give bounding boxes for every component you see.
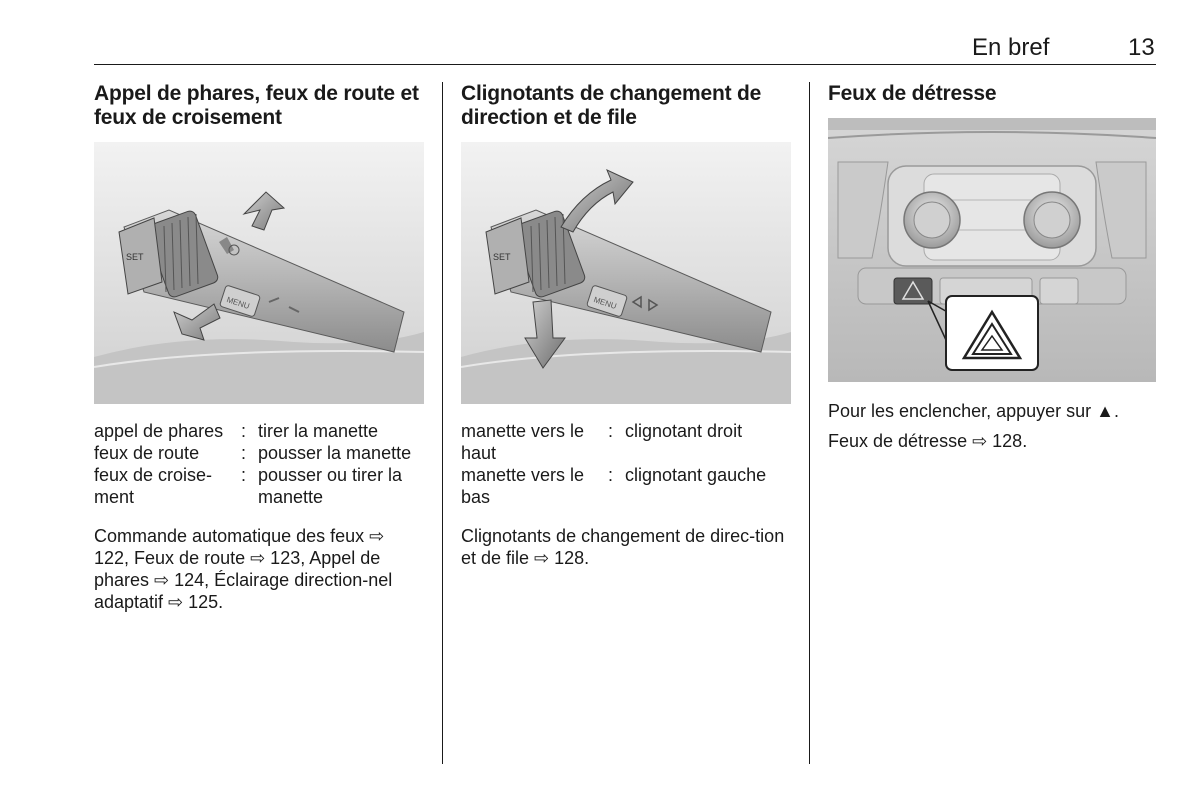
definition-term: appel de phares <box>94 421 224 441</box>
column-divider <box>442 82 443 764</box>
header-section: En bref <box>972 34 1050 61</box>
svg-text:SET: SET <box>493 252 511 262</box>
cross-reference-paragraph: Commande automatique des feux ⇨ 122, Feu… <box>94 526 393 612</box>
definition-value: clignotant droit <box>625 421 743 441</box>
definition-term: manette vers le bas <box>461 465 585 507</box>
definition-row: manette vers le haut : clignotant droit <box>461 420 791 464</box>
definition-list: manette vers le haut : clignotant droit … <box>461 420 791 508</box>
column-turn-signals: Clignotants de changement de direction e… <box>461 82 791 569</box>
section-title: Feux de détresse <box>828 82 997 105</box>
definition-value: tirer la manette <box>258 421 379 441</box>
definition-value: pousser la manette <box>258 443 412 463</box>
column-divider <box>809 82 810 764</box>
turn-signal-lever-illustration: SET MENU <box>461 142 791 404</box>
section-title: Appel de phares, feux de route et feux d… <box>94 82 419 129</box>
column-hazard-lights: Feux de détresse <box>828 82 1158 452</box>
page-number: 13 <box>1128 34 1155 61</box>
definition-row: manette vers le bas : clignotant gauche <box>461 464 791 508</box>
cross-reference-paragraph: Feux de détresse ⇨ 128. <box>828 431 1028 451</box>
headlight-lever-illustration: SET MENU <box>94 142 424 404</box>
definition-list: appel de phares : tirer la manette feux … <box>94 420 424 508</box>
definition-term: feux de route <box>94 443 200 463</box>
definition-row: feux de croise‐ment : pousser ou tirer l… <box>94 464 424 508</box>
definition-value: clignotant gauche <box>625 465 767 485</box>
column-headlights: Appel de phares, feux de route et feux d… <box>94 82 424 613</box>
definition-term: feux de croise‐ment <box>94 465 213 507</box>
definition-term: manette vers le haut <box>461 421 585 463</box>
header-rule <box>94 64 1156 65</box>
definition-row: appel de phares : tirer la manette <box>94 420 424 442</box>
svg-text:SET: SET <box>126 252 144 262</box>
section-title: Clignotants de changement de direction e… <box>461 82 762 129</box>
definition-row: feux de route : pousser la manette <box>94 442 424 464</box>
definition-value: pousser ou tirer la manette <box>258 465 403 507</box>
instruction-paragraph: Pour les enclencher, appuyer sur ▲. <box>828 401 1119 421</box>
cross-reference-paragraph: Clignotants de changement de direc‐tion … <box>461 526 785 568</box>
hazard-switch-illustration <box>828 118 1156 382</box>
